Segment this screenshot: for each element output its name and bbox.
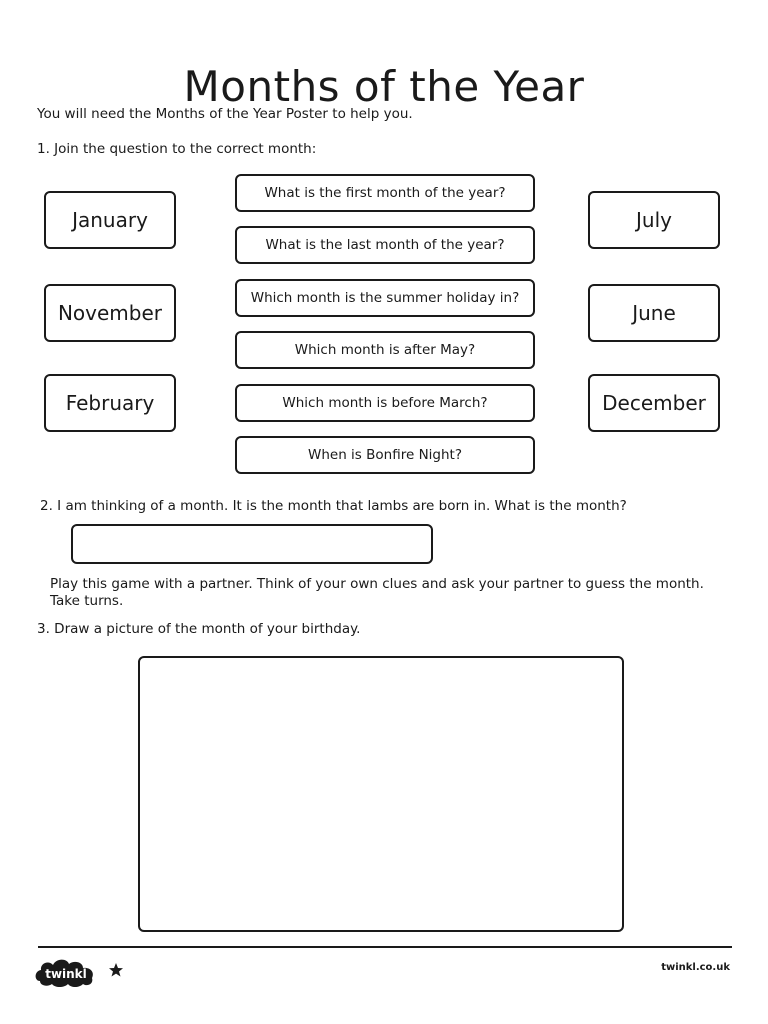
question-3-prompt: 3. Draw a picture of the month of your b… (37, 621, 361, 637)
month-label: November (57, 301, 163, 325)
answer-box[interactable] (71, 524, 433, 564)
website-link: twinkl.co.uk (661, 962, 730, 973)
question-box-after-may[interactable]: Which month is after May? (235, 331, 535, 369)
question-box-last-month[interactable]: What is the last month of the year? (235, 226, 535, 264)
drawing-box[interactable] (138, 656, 624, 932)
month-box-december[interactable]: December (588, 374, 720, 432)
star-icon (109, 963, 123, 977)
question-box-summer-holiday[interactable]: Which month is the summer holiday in? (235, 279, 535, 317)
question-box-first-month[interactable]: What is the first month of the year? (235, 174, 535, 212)
question-label: Which month is after May? (294, 342, 476, 358)
question-box-before-march[interactable]: Which month is before March? (235, 384, 535, 422)
question-label: What is the last month of the year? (265, 237, 505, 253)
question-label: Which month is before March? (282, 395, 488, 411)
month-box-july[interactable]: July (588, 191, 720, 249)
month-box-june[interactable]: June (588, 284, 720, 342)
game-instructions-line-2: Take turns. (50, 593, 124, 609)
month-label: June (632, 301, 676, 325)
month-box-november[interactable]: November (44, 284, 176, 342)
page-title: Months of the Year (183, 62, 585, 112)
month-label: January (72, 208, 148, 232)
question-1-prompt: 1. Join the question to the correct mont… (37, 141, 317, 157)
question-label: When is Bonfire Night? (308, 447, 462, 463)
question-label: Which month is the summer holiday in? (250, 290, 520, 306)
month-label: December (602, 391, 706, 415)
month-label: February (65, 391, 155, 415)
game-instructions-line-1: Play this game with a partner. Think of … (50, 576, 704, 592)
month-label: July (636, 208, 672, 232)
month-box-february[interactable]: February (44, 374, 176, 432)
twinkl-logo: twinkl (35, 959, 93, 987)
question-box-bonfire-night[interactable]: When is Bonfire Night? (235, 436, 535, 474)
footer-divider (38, 946, 732, 948)
month-box-january[interactable]: January (44, 191, 176, 249)
intro-text: You will need the Months of the Year Pos… (37, 106, 413, 122)
question-label: What is the first month of the year? (264, 185, 506, 201)
question-2-prompt: 2. I am thinking of a month. It is the m… (40, 498, 627, 514)
logo-text: twinkl (45, 967, 87, 981)
